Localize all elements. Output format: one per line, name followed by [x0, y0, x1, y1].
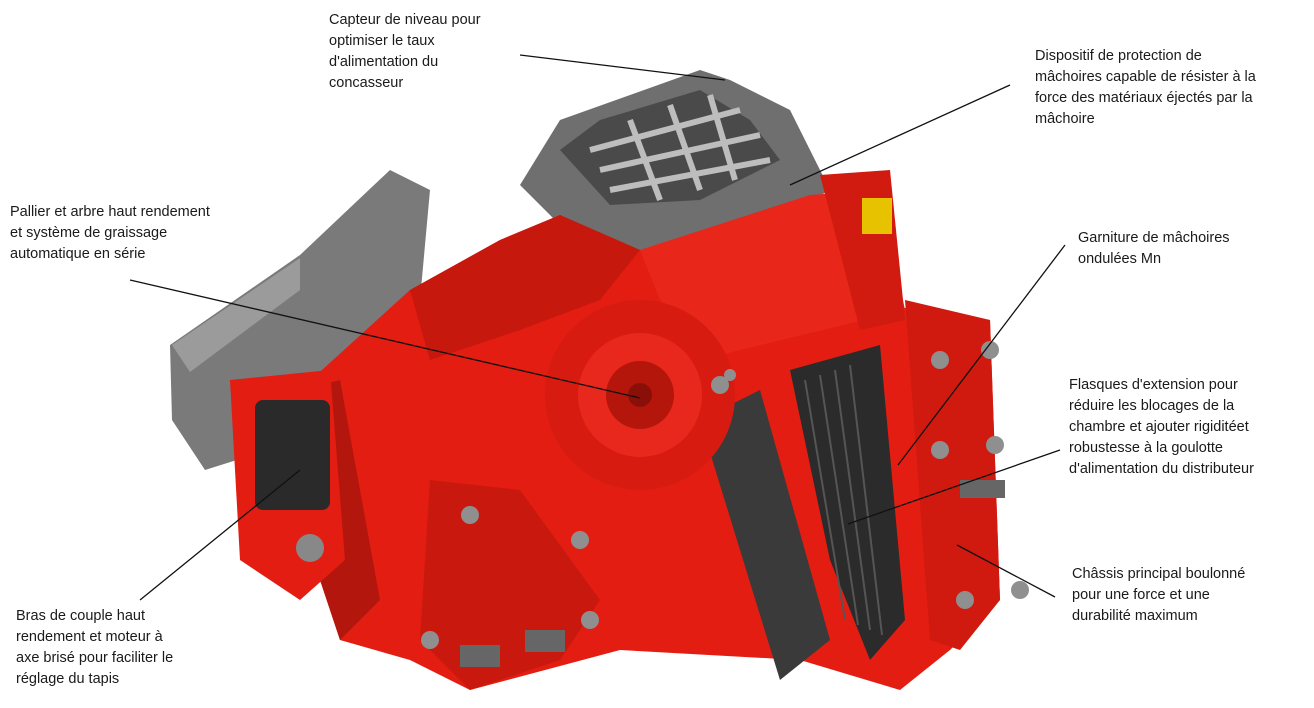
- callout-jaw-lining: Garniture de mâchoires ondulées Mn: [1078, 230, 1230, 267]
- leader-line-main-frame: [956, 544, 1056, 598]
- bolts: [421, 341, 1029, 649]
- bracket-blocks: [460, 480, 1005, 667]
- leader-line-bearing: [129, 279, 641, 399]
- feed-grille: [520, 70, 830, 255]
- leader-line-torque-arm: [139, 469, 301, 601]
- callout-torque-arm: Bras de couple haut rendement et moteur …: [16, 608, 174, 687]
- leader-line-level-sensor: [519, 54, 726, 81]
- callout-extension-flanges: Flasques d'extension pour réduire les bl…: [1069, 377, 1254, 477]
- callout-bearing-shaft: Pallier et arbre haut rendement et systè…: [10, 204, 210, 262]
- jaw-plate: [700, 345, 905, 680]
- torque-arm-motor: [230, 370, 345, 600]
- leader-line-extension-flanges: [847, 449, 1061, 525]
- leader-line-jaw-lining: [897, 244, 1066, 466]
- level-sensor-box: [862, 198, 892, 234]
- bearing-wheel: [545, 300, 735, 490]
- leader-line-jaw-protection: [789, 84, 1011, 186]
- callout-level-sensor: Capteur de niveau pour optimiser le taux…: [329, 12, 481, 91]
- callout-main-frame: Châssis principal boulonné pour une forc…: [1072, 566, 1246, 624]
- leader-lines: [129, 54, 1066, 601]
- callout-jaw-protection: Dispositif de protection de mâchoires ca…: [1035, 48, 1256, 127]
